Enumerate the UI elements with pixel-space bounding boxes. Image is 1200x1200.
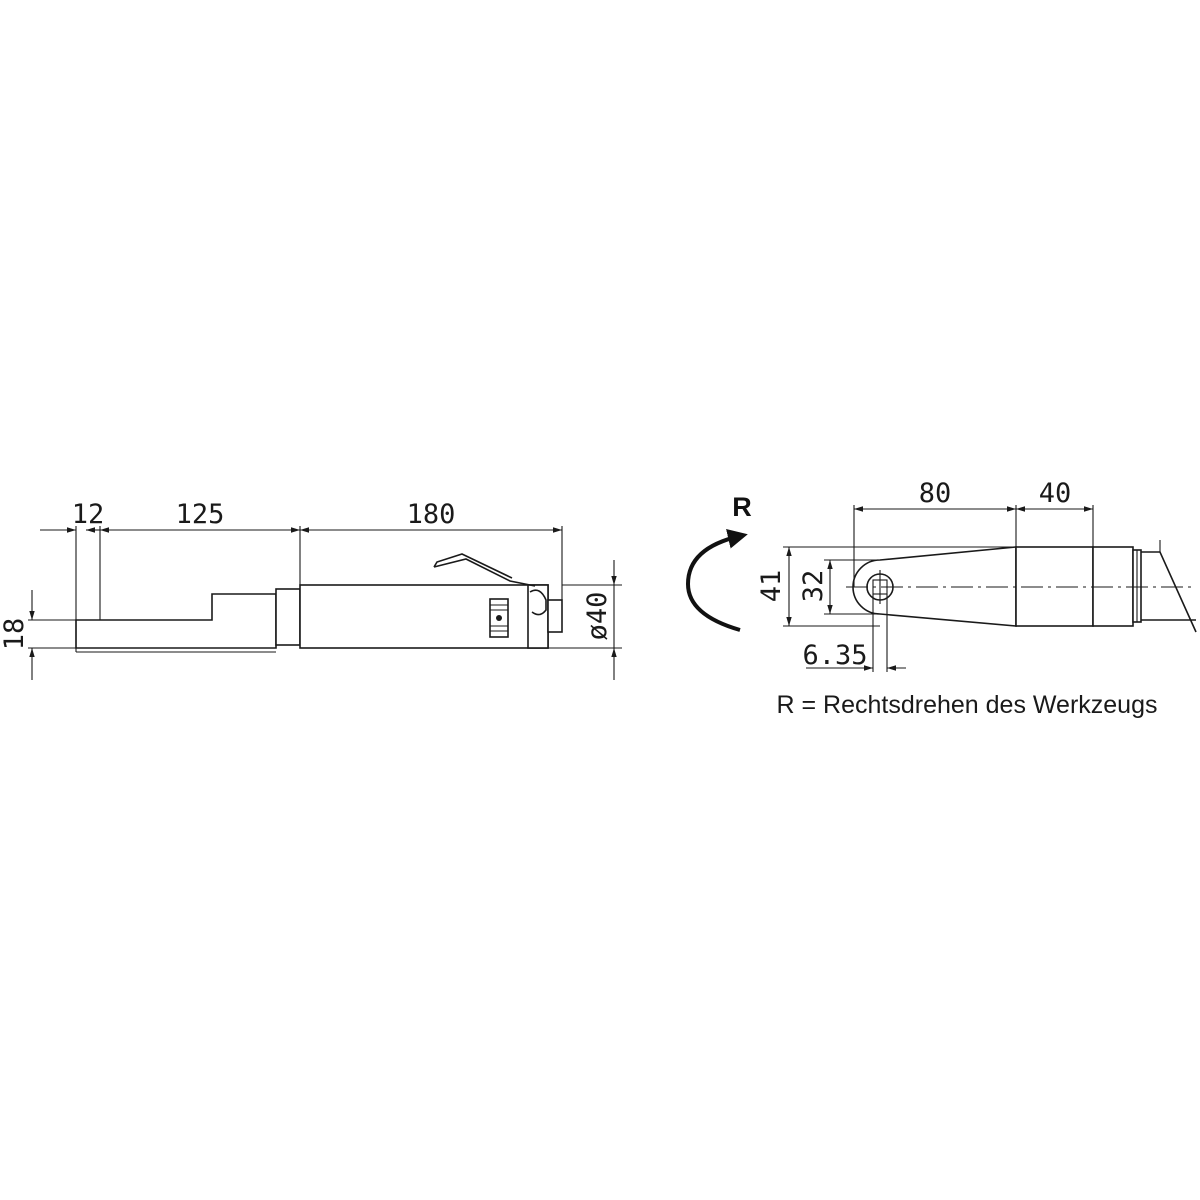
motor-body — [299, 584, 549, 649]
dim-drive-label: 6.35 — [802, 640, 867, 671]
coupling — [275, 588, 301, 646]
dim-body-label: 180 — [407, 499, 456, 530]
dim-diameter-label: ø40 — [582, 592, 613, 641]
dim-head-label: 80 — [919, 478, 952, 509]
lever-pivot — [529, 589, 547, 616]
top-view: R 80 40 41 32 — [685, 478, 1197, 719]
motor-tube — [1141, 551, 1197, 633]
dim-inner-label: 32 — [798, 570, 829, 603]
dim-anvil-label: 125 — [176, 499, 225, 530]
dim-tip-label: 12 — [72, 499, 105, 530]
anvil-plate — [75, 593, 277, 649]
dim-neck-label: 40 — [1039, 478, 1072, 509]
side-view: 12 125 180 18 ø40 — [0, 499, 622, 680]
rotation-arrow-icon — [685, 528, 748, 632]
rotation-label: R — [732, 492, 752, 522]
caption: R = Rechtsdrehen des Werkzeugs — [777, 691, 1158, 719]
dim-outer-label: 41 — [756, 570, 787, 603]
reverse-knob — [489, 598, 509, 638]
throttle-lever — [433, 553, 536, 587]
dim-height-label: 18 — [0, 618, 30, 651]
motor-end — [527, 584, 549, 649]
air-inlet — [547, 599, 563, 633]
knob-dot — [496, 615, 502, 621]
